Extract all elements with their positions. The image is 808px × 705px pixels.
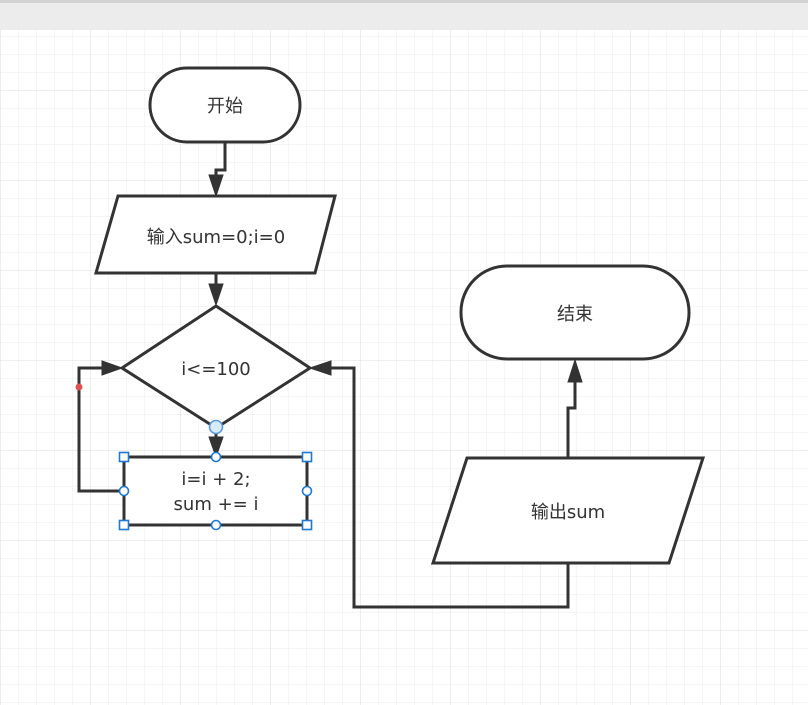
process-label-line1: i=i + 2; <box>181 469 250 490</box>
resize-handle-left[interactable] <box>118 485 130 497</box>
resize-handle-bottom-right[interactable] <box>301 519 313 531</box>
process-label-line2: sum += i <box>174 494 259 515</box>
resize-handle-right[interactable] <box>301 485 313 497</box>
connection-point-handle[interactable] <box>208 419 224 435</box>
process-node[interactable]: i=i + 2; sum += i <box>122 455 309 527</box>
start-node[interactable]: 开始 <box>148 66 302 144</box>
edge-waypoint-marker[interactable] <box>75 383 83 391</box>
end-node[interactable]: 结束 <box>459 264 691 361</box>
edge-start-to-input[interactable] <box>208 142 227 198</box>
edge-process-loop-back[interactable] <box>77 360 124 493</box>
toolbar-strip <box>0 0 808 30</box>
selection-handles[interactable] <box>118 419 313 531</box>
resize-handle-top-right[interactable] <box>301 451 313 463</box>
resize-handle-top-left[interactable] <box>118 451 130 463</box>
resize-handle-top[interactable] <box>210 451 222 463</box>
resize-handle-bottom[interactable] <box>210 519 222 531</box>
output-node[interactable]: 输出sum <box>430 456 706 565</box>
condition-label: i<=100 <box>181 359 251 380</box>
flowchart[interactable]: 开始 输入sum=0;i=0 i<=100 i=i + 2; sum += i <box>0 30 808 705</box>
diagram-canvas[interactable]: 开始 输入sum=0;i=0 i<=100 i=i + 2; sum += i <box>0 30 808 705</box>
resize-handle-bottom-left[interactable] <box>118 519 130 531</box>
edge-input-to-condition[interactable] <box>208 273 224 307</box>
end-label: 结束 <box>557 304 593 325</box>
output-label: 输出sum <box>531 502 605 523</box>
start-label: 开始 <box>207 96 243 117</box>
input-label: 输入sum=0;i=0 <box>147 227 285 248</box>
input-node[interactable]: 输入sum=0;i=0 <box>94 194 337 275</box>
edge-output-to-condition[interactable] <box>308 360 570 609</box>
edge-output-to-end[interactable] <box>566 358 583 458</box>
